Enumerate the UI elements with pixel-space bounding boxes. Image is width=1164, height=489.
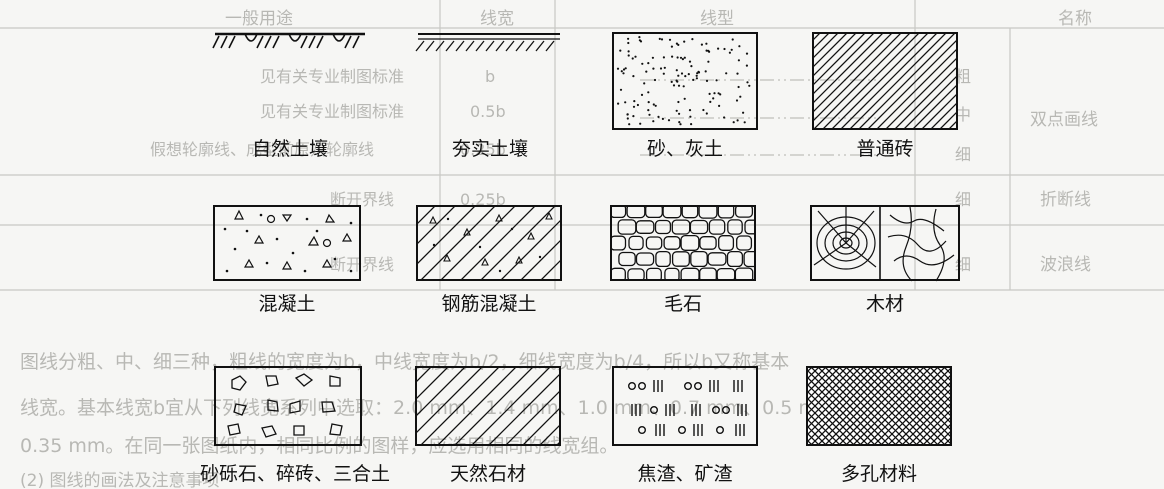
material-concrete: 混凝土: [213, 205, 361, 315]
reinforced-concrete-pattern-icon: [416, 205, 562, 281]
bg-width-1: b: [485, 67, 495, 86]
gravel-brick-pattern-icon: [214, 366, 362, 446]
bg-paragraph-2: 线宽。基本线宽b宜从下列线宽系列中选取：2.0 mm、1.4 mm、1.0 mm…: [20, 397, 854, 419]
material-reinforced-concrete: 钢筋混凝土: [416, 205, 562, 315]
material-label: 砂、灰土: [646, 138, 723, 160]
bg-row-name-2: 折断线: [1040, 190, 1091, 210]
bg-paragraph-3: 0.35 mm。在同一张图纸内，相同比例的图样，应选用相同的线宽组。: [20, 435, 618, 457]
bg-paragraph-1: 图线分粗、中、细三种，粗线的宽度为b，中线宽度为b/2，细线宽度为b/4，所以b…: [20, 351, 789, 373]
porous-crosshatch-icon: [806, 366, 952, 446]
material-rubble-stone: 毛石: [610, 205, 756, 315]
material-gravel-brick-lime: 砂砾石、碎砖、三合土: [190, 366, 400, 489]
material-common-brick: 普通砖: [812, 32, 958, 170]
material-label: 焦渣、矿渣: [637, 463, 733, 485]
brick-hatch-pattern-icon: [812, 32, 958, 130]
natural-soil-pattern-icon: [212, 32, 365, 49]
material-sand-lime-soil: 砂、灰土: [612, 32, 758, 170]
bg-width-2: 0.5b: [470, 102, 506, 121]
sand-lime-pattern-icon: [612, 32, 758, 130]
material-natural-stone: 天然石材: [415, 366, 561, 489]
rubble-stone-pattern-icon: [610, 205, 756, 281]
bg-sub-1: 粗: [955, 67, 971, 86]
bg-use-1: 见有关专业制图标准: [260, 67, 404, 86]
bg-use-3: 假想轮廓线、成型前原始轮廓线: [150, 140, 374, 159]
compacted-soil-pattern-icon: [415, 33, 560, 52]
bg-sub-2: 中: [955, 105, 971, 124]
material-cinder-slag: 焦渣、矿渣: [612, 366, 758, 489]
bg-use-4: 断开界线: [330, 190, 394, 209]
bg-use-2: 见有关专业制图标准: [260, 102, 404, 121]
material-label: 砂砾石、碎砖、三合土: [199, 463, 390, 485]
material-label: 钢筋混凝土: [441, 293, 537, 315]
material-label: 夯实土壤: [451, 138, 528, 160]
cinder-slag-pattern-icon: [612, 366, 758, 446]
material-porous: 多孔材料: [806, 366, 952, 489]
concrete-pattern-icon: [213, 205, 361, 281]
material-label: 混凝土: [258, 293, 316, 315]
material-compacted-soil: 夯实土壤: [410, 20, 570, 170]
bg-header-use: 一般用途: [225, 9, 293, 29]
bg-sub-4: 细: [955, 190, 971, 209]
material-label: 自然土壤: [251, 138, 328, 160]
bg-header-type: 线型: [700, 9, 734, 29]
material-label: 普通砖: [856, 138, 914, 160]
material-label: 天然石材: [449, 463, 526, 485]
timber-pattern-icon: [810, 205, 960, 282]
material-label: 多孔材料: [840, 463, 917, 485]
material-natural-soil: 自然土壤: [205, 20, 375, 170]
material-label: 毛石: [663, 293, 702, 315]
material-label: 木材: [865, 293, 904, 315]
material-timber: 木材: [810, 205, 960, 315]
bg-sub-3: 细: [955, 145, 971, 164]
bg-header-name: 名称: [1058, 9, 1092, 29]
bg-header-width: 线宽: [480, 9, 514, 29]
natural-stone-hatch-icon: [415, 366, 561, 446]
bg-paragraph-4: (2) 图线的画法及注意事项: [20, 471, 219, 489]
bg-width-3: 0.25b: [460, 140, 506, 159]
bg-row-name-1: 双点画线: [1030, 110, 1098, 130]
bg-use-5: 断开界线: [330, 255, 394, 274]
bg-row-name-3: 波浪线: [1040, 255, 1091, 275]
bg-width-4: 0.25b: [460, 190, 506, 209]
